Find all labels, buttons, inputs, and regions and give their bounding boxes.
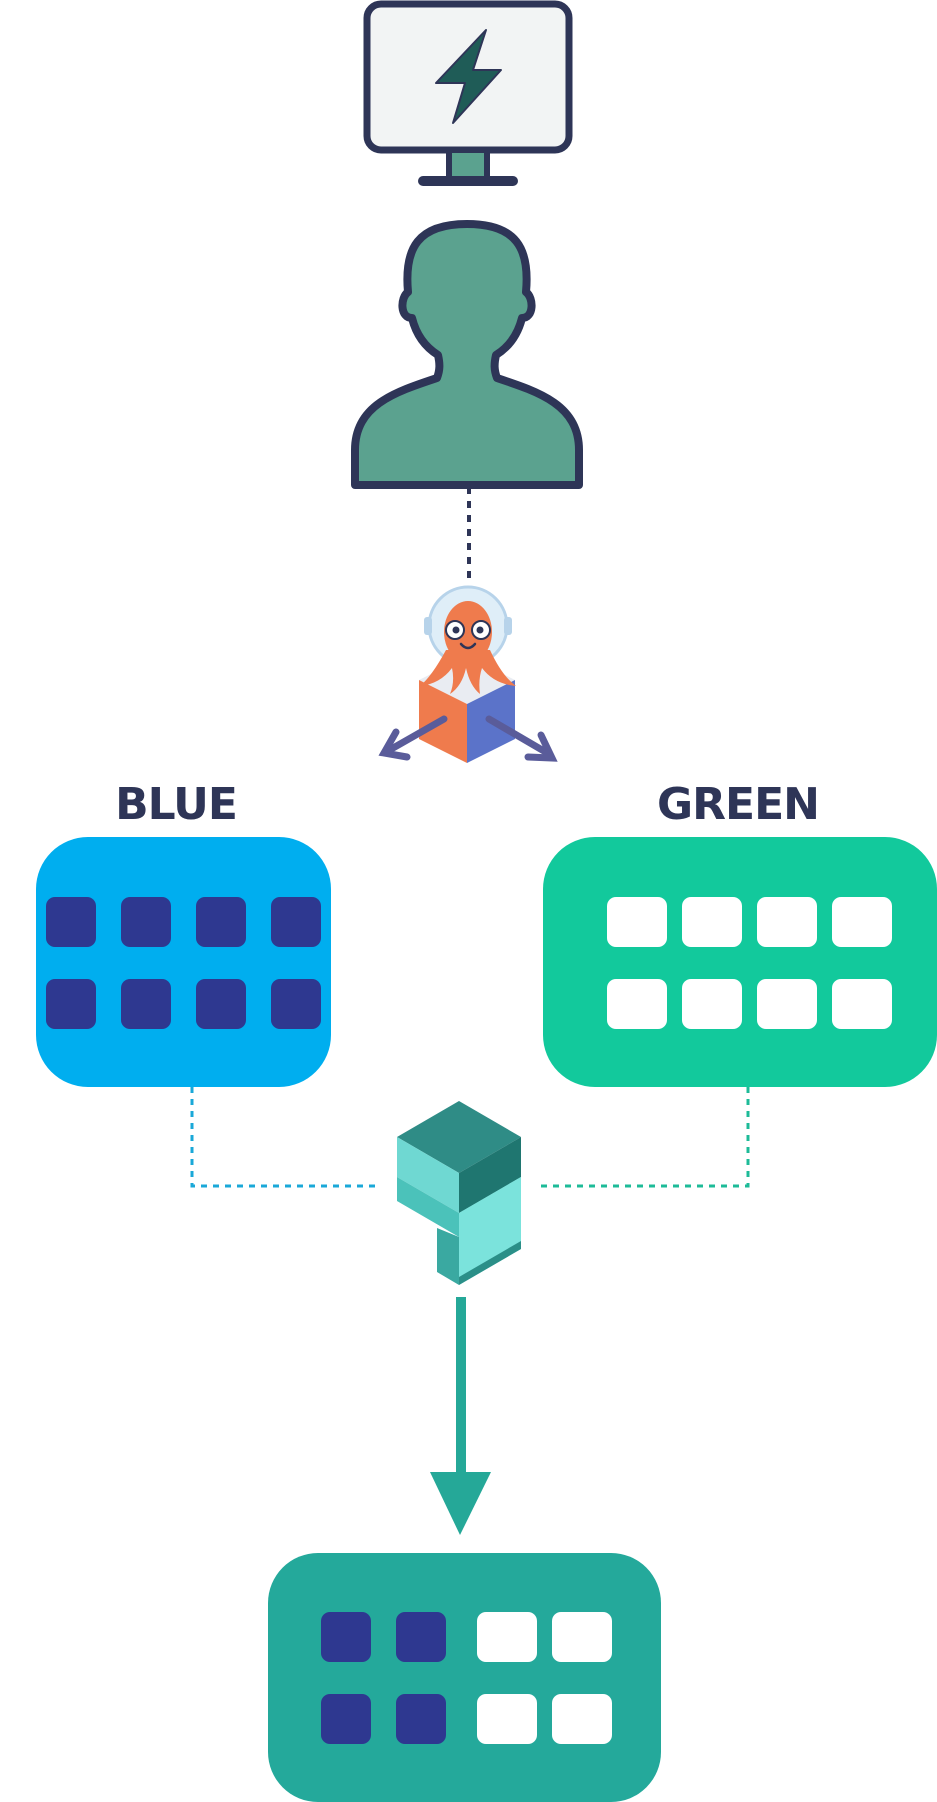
- green-pod-6: [682, 979, 742, 1029]
- blue-pod-4: [271, 897, 321, 947]
- green-label: GREEN: [657, 779, 819, 830]
- traffic-router-logo: [397, 1101, 521, 1285]
- down-arrow: [430, 1297, 491, 1535]
- result-pod-4: [552, 1612, 612, 1662]
- result-pod-3: [477, 1612, 537, 1662]
- green-pod-8: [832, 979, 892, 1029]
- green-pod-5: [607, 979, 667, 1029]
- blue-pod-2: [121, 897, 171, 947]
- result-pod-1: [321, 1612, 371, 1662]
- green-pod-3: [757, 897, 817, 947]
- green-cluster: [543, 837, 937, 1087]
- blue-pod-3: [196, 897, 246, 947]
- blue-label: BLUE: [115, 779, 237, 830]
- result-pod-2: [396, 1612, 446, 1662]
- connector-green-to-router: [540, 1087, 750, 1188]
- green-pod-7: [757, 979, 817, 1029]
- argo-rollouts-logo: [378, 585, 558, 763]
- connector-blue-to-router: [190, 1087, 376, 1188]
- monitor-icon: [363, 0, 573, 186]
- green-pod-2: [682, 897, 742, 947]
- blue-pod-8: [271, 979, 321, 1029]
- result-pod-5: [321, 1694, 371, 1744]
- green-pod-4: [832, 897, 892, 947]
- split-arrows-icon: [378, 715, 558, 762]
- blue-pod-7: [196, 979, 246, 1029]
- lightning-bolt-icon: [435, 29, 502, 124]
- user-icon: [351, 220, 583, 489]
- blue-pod-5: [46, 979, 96, 1029]
- blue-cluster: [36, 837, 331, 1087]
- blue-pod-1: [46, 897, 96, 947]
- result-cluster: [268, 1553, 661, 1802]
- result-pod-6: [396, 1694, 446, 1744]
- blue-pod-6: [121, 979, 171, 1029]
- green-pod-1: [607, 897, 667, 947]
- result-pod-8: [552, 1694, 612, 1744]
- result-pod-7: [477, 1694, 537, 1744]
